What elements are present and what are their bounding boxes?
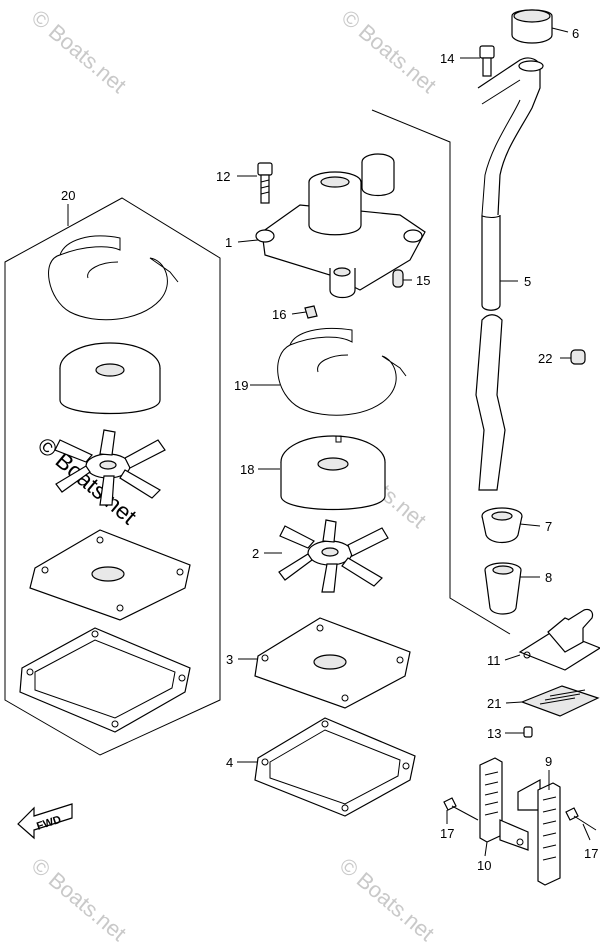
leader-lines [67, 27, 591, 857]
callout-22: 22 [538, 351, 552, 366]
part-21-packing [520, 685, 600, 717]
part-17-screw-left [443, 797, 479, 821]
kit-20-box [4, 197, 221, 756]
part-19-spring [277, 327, 407, 416]
callout-17-left: 17 [440, 826, 454, 841]
part-11-joint [518, 608, 600, 671]
watermark-top-left: © Boats.net [27, 5, 131, 98]
kit-insert-liner [59, 342, 161, 415]
group-boxes [4, 109, 511, 756]
callout-12: 12 [216, 169, 230, 184]
callout-11: 11 [487, 653, 501, 668]
part-1-pump-case [255, 153, 426, 299]
kit-impeller [54, 429, 166, 506]
callout-16: 16 [272, 307, 286, 322]
callout-10: 10 [477, 858, 491, 873]
callout-6: 6 [572, 26, 579, 41]
part-14-bolt [479, 45, 495, 77]
part-10-holder [479, 757, 529, 851]
callout-13: 13 [487, 726, 501, 741]
callout-numbers: 20 12 1 16 19 18 2 3 4 14 6 5 15 22 7 8 … [61, 26, 598, 873]
callout-7: 7 [545, 519, 552, 534]
watermark-top-right: © Boats.net [337, 5, 441, 98]
part-13-screw [523, 726, 533, 738]
callout-18: 18 [240, 462, 254, 477]
kit-spring [48, 235, 179, 321]
callout-2: 2 [252, 546, 259, 561]
callout-5: 5 [524, 274, 531, 289]
callout-17-right: 17 [584, 846, 598, 861]
part-15-dowel-pin [392, 269, 404, 288]
part-22-plug [570, 349, 586, 365]
part-17-screw-right [565, 807, 597, 831]
part-5-water-tube [475, 57, 544, 491]
part-8-bushing [484, 562, 522, 615]
watermark-bottom-left: © Boats.net [27, 853, 131, 946]
callout-15: 15 [416, 273, 430, 288]
callout-3: 3 [226, 652, 233, 667]
part-18-insert-liner [280, 435, 386, 511]
callout-21: 21 [487, 696, 501, 711]
kit-plate [29, 529, 191, 621]
part-6-grommet [511, 9, 553, 44]
callout-4: 4 [226, 755, 233, 770]
watermark-bottom-right: © Boats.net [335, 853, 439, 946]
callout-20: 20 [61, 188, 75, 203]
part-4-gasket [254, 717, 416, 817]
callout-8: 8 [545, 570, 552, 585]
callout-14: 14 [440, 51, 454, 66]
part-3-plate [254, 617, 411, 709]
part-16-key [304, 305, 318, 319]
callout-9: 9 [545, 754, 552, 769]
part-9-holder [517, 778, 561, 886]
kit-20-contents [19, 235, 191, 733]
part-2-impeller [278, 519, 389, 593]
part-7-grommet [481, 507, 523, 544]
callout-1: 1 [225, 235, 232, 250]
part-12-bolt [257, 162, 273, 204]
fwd-arrow-icon: FWD [17, 803, 73, 840]
callout-19: 19 [234, 378, 248, 393]
kit-gasket [19, 627, 191, 733]
pump-housing-bracket [371, 109, 511, 635]
